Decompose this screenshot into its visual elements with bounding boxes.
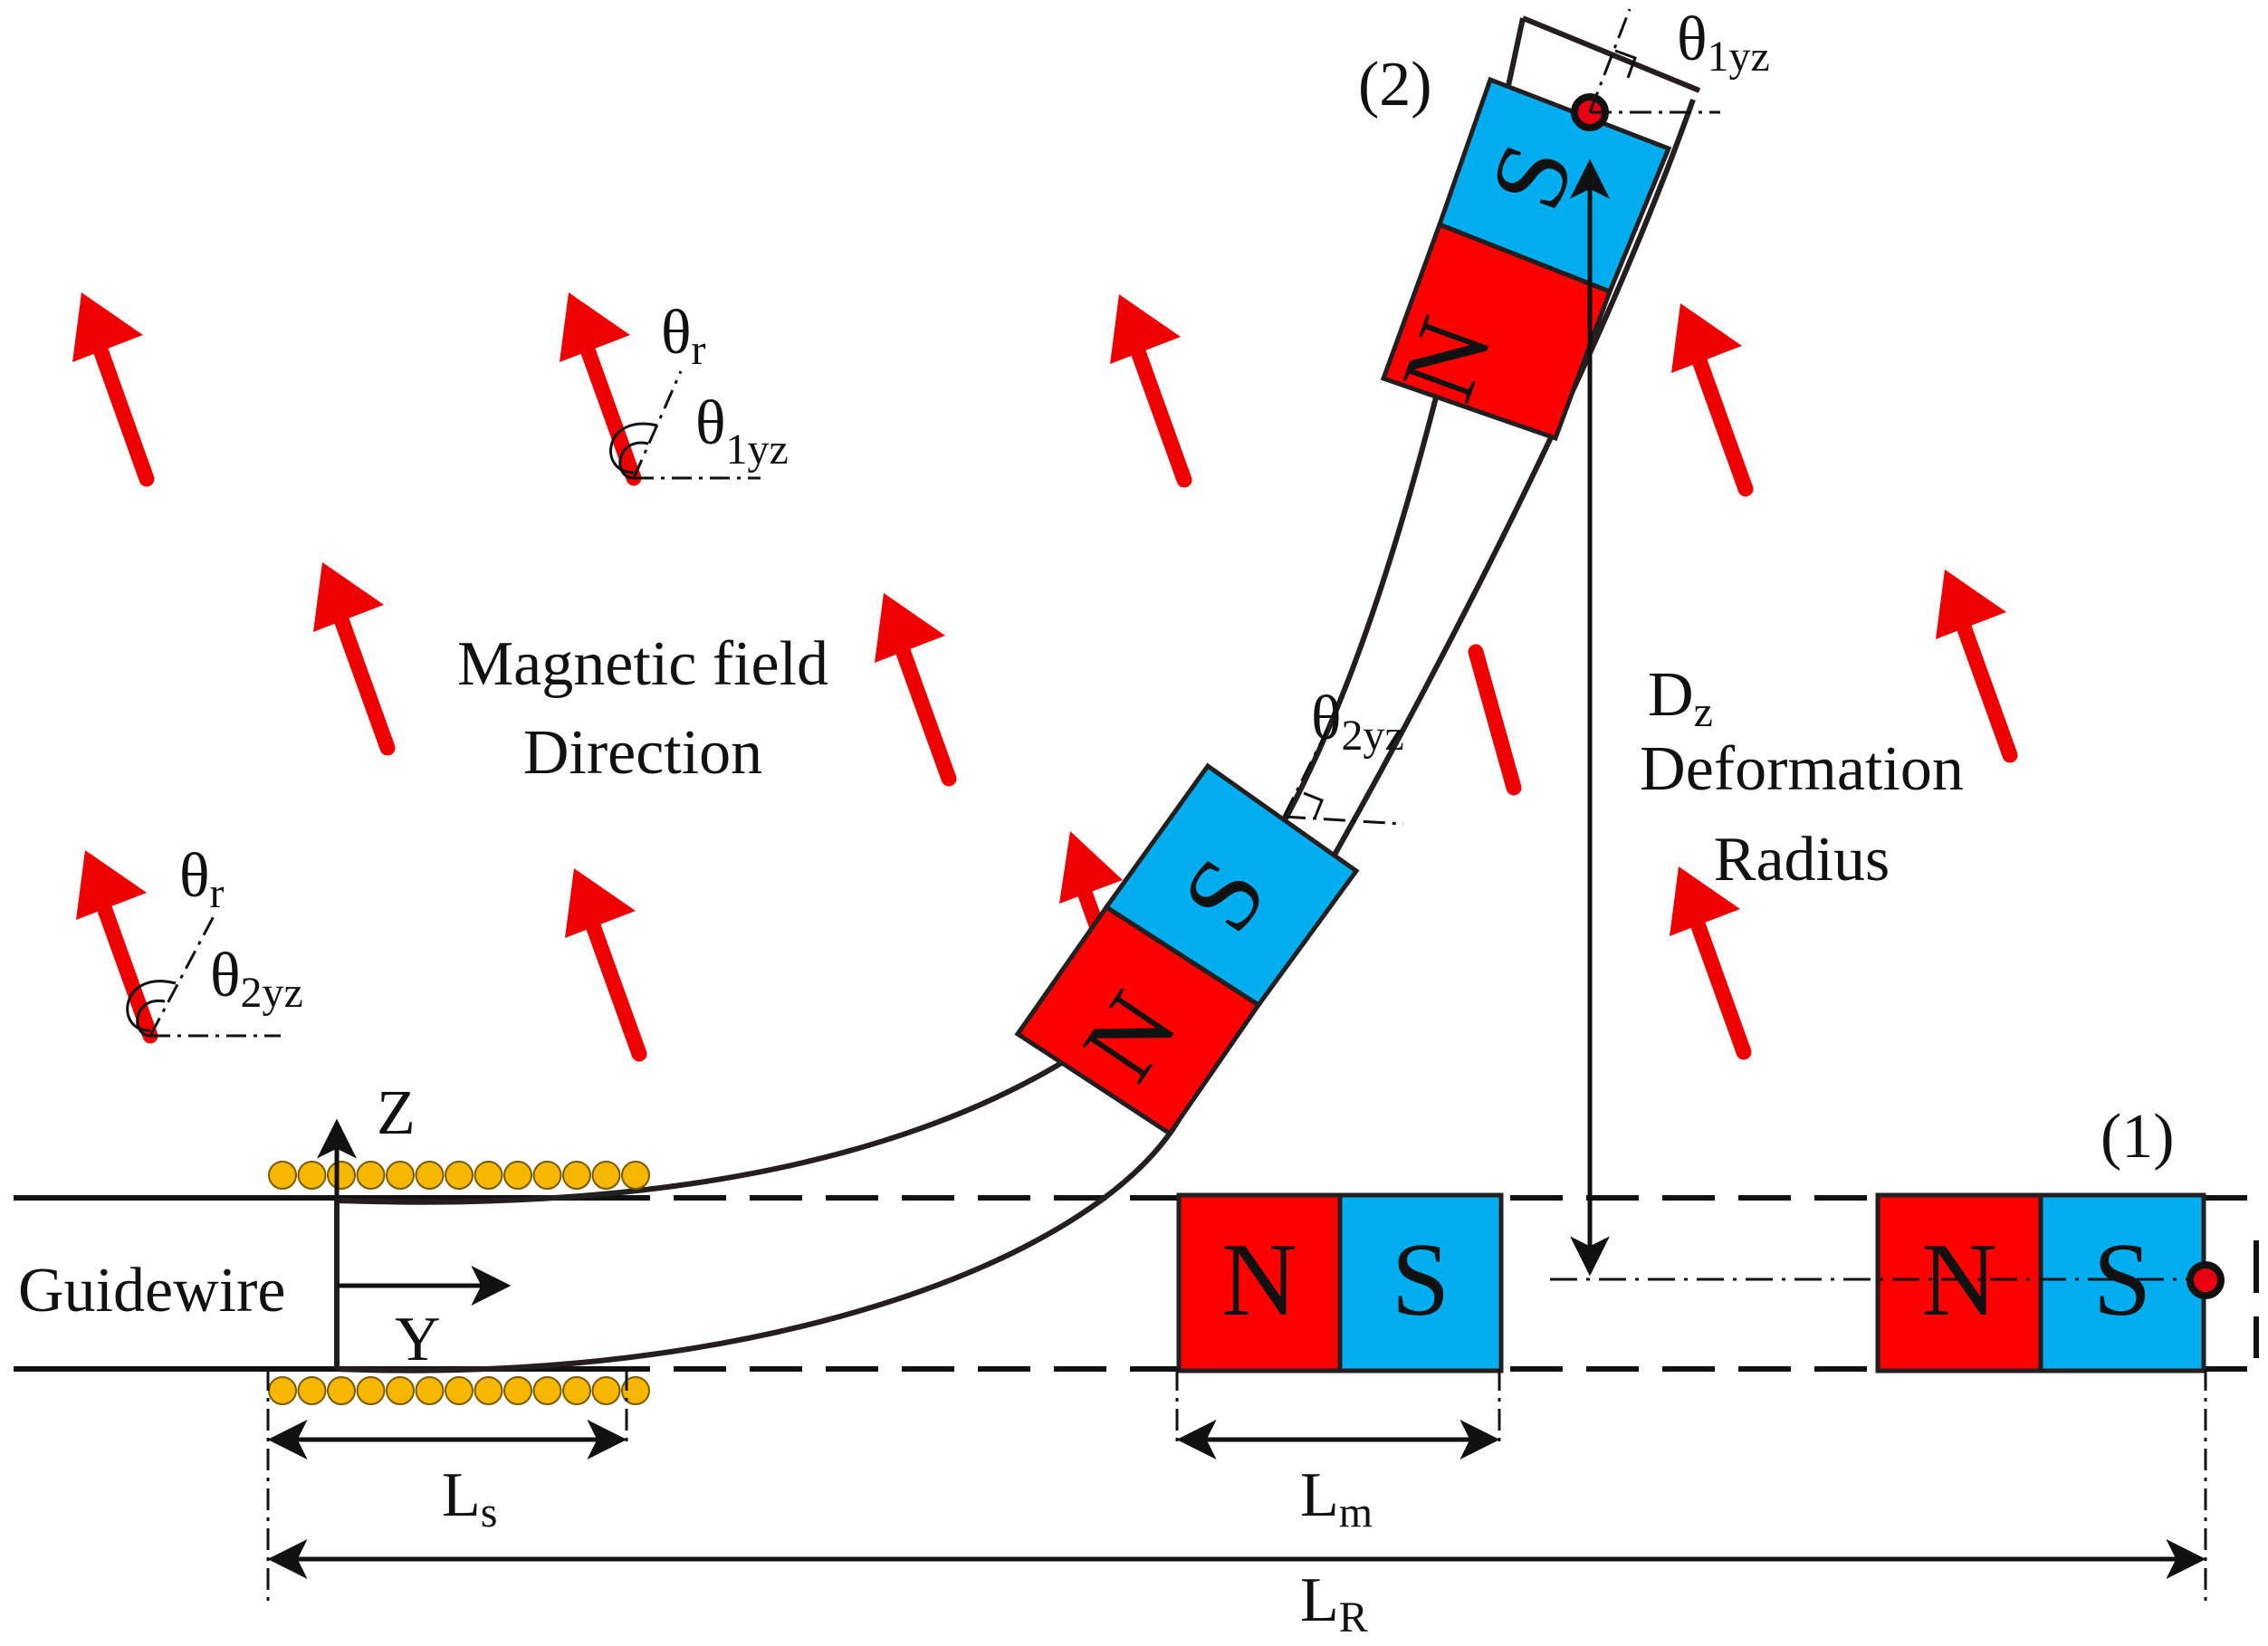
field-arrow	[76, 850, 158, 1044]
magnet-2-north	[1875, 1192, 2043, 1373]
axis-z-label: Z	[377, 1078, 416, 1148]
lr-label: LR	[1300, 1565, 1368, 1641]
magnet-1-south	[1337, 1192, 1504, 1373]
position-2-label: (2)	[1358, 50, 1432, 120]
magnet-top-north	[1380, 221, 1613, 442]
field-arrow	[313, 562, 396, 756]
field-arrow	[875, 593, 957, 787]
coil-turn	[268, 1376, 297, 1405]
axes	[317, 1118, 512, 1306]
coil-bottom	[268, 1376, 650, 1405]
angle-mark-top	[1588, 8, 1720, 114]
angle-mark-middle	[1282, 729, 1404, 826]
coil-turn	[356, 1161, 386, 1190]
field-arrow	[1671, 303, 1754, 497]
magnet-2-north-label: N	[1921, 1222, 1997, 1338]
theta-1yz-top-label: θ1yz	[1677, 5, 1770, 81]
field-arrow	[1670, 866, 1752, 1060]
angle-symbol-1	[609, 370, 761, 480]
magnet-1-north-label: N	[1221, 1222, 1297, 1338]
magnet-straight-2	[1875, 1192, 2206, 1373]
coil-turn	[386, 1376, 415, 1405]
magnet-straight-1	[1176, 1192, 1504, 1373]
coil-turn	[621, 1161, 650, 1190]
coil-turn	[621, 1376, 650, 1405]
theta-r-label-1: θr	[661, 298, 706, 374]
coil-turn	[532, 1161, 562, 1190]
field-arrow	[1468, 644, 1522, 796]
field-arrow	[560, 292, 642, 486]
lm-label: Lm	[1300, 1460, 1373, 1536]
magnet-1-north	[1176, 1192, 1343, 1373]
theta-2yz-label-2: θ2yz	[1311, 684, 1404, 760]
magnet-middle-north	[1014, 904, 1262, 1137]
coil-turn	[268, 1161, 297, 1190]
magnet-2-south-label: S	[2093, 1222, 2152, 1338]
position-1-label: (1)	[2101, 1102, 2175, 1172]
magnet-1-south-label: S	[1392, 1222, 1450, 1338]
field-arrow	[565, 868, 647, 1062]
coil-turn	[327, 1161, 356, 1190]
guidewire-label: Guidewire	[18, 1256, 285, 1325]
theta-1yz-label-1: θ1yz	[695, 388, 789, 474]
coil-turn	[356, 1376, 386, 1405]
coil-turn	[297, 1161, 327, 1190]
coil-turn	[474, 1161, 503, 1190]
theta-r-label-2: θr	[179, 841, 225, 917]
radius-label: Radius	[1714, 825, 1890, 895]
coil-turn	[327, 1376, 356, 1405]
dz-label: Dz	[1648, 660, 1713, 736]
field-direction-line2: Direction	[523, 718, 762, 788]
coil-turn	[386, 1161, 415, 1190]
magnet-middle	[1014, 762, 1360, 1137]
deformation-label: Deformation	[1640, 734, 1964, 804]
coil-turn	[562, 1161, 591, 1190]
coil-turn	[445, 1376, 474, 1405]
coil-turn	[562, 1376, 591, 1405]
field-direction-line1: Magnetic field	[457, 629, 828, 699]
coil-top	[268, 1161, 650, 1190]
field-arrow	[1936, 569, 2018, 763]
magnet-top	[1380, 76, 1672, 442]
coil-turn	[503, 1376, 532, 1405]
deformation-radius	[1550, 158, 2205, 1281]
tip-dot-straight	[2187, 1261, 2225, 1299]
theta-2yz-label-1: θ2yz	[210, 941, 303, 1017]
coil-turn	[445, 1161, 474, 1190]
dimension-lines	[266, 1369, 2207, 1607]
coil-turn	[532, 1376, 562, 1405]
coil-turn	[415, 1161, 445, 1190]
field-arrow	[1110, 294, 1192, 488]
coil-turn	[474, 1376, 503, 1405]
field-arrow	[72, 292, 155, 487]
coil-turn	[503, 1161, 532, 1190]
axis-y-label: Y	[395, 1305, 441, 1374]
ls-label: Ls	[442, 1460, 497, 1536]
angle-symbol-2	[126, 915, 281, 1038]
coil-turn	[415, 1376, 445, 1405]
coil-turn	[591, 1161, 621, 1190]
coil-turn	[297, 1376, 327, 1405]
coil-turn	[591, 1376, 621, 1405]
field-arrows	[72, 292, 2018, 1062]
